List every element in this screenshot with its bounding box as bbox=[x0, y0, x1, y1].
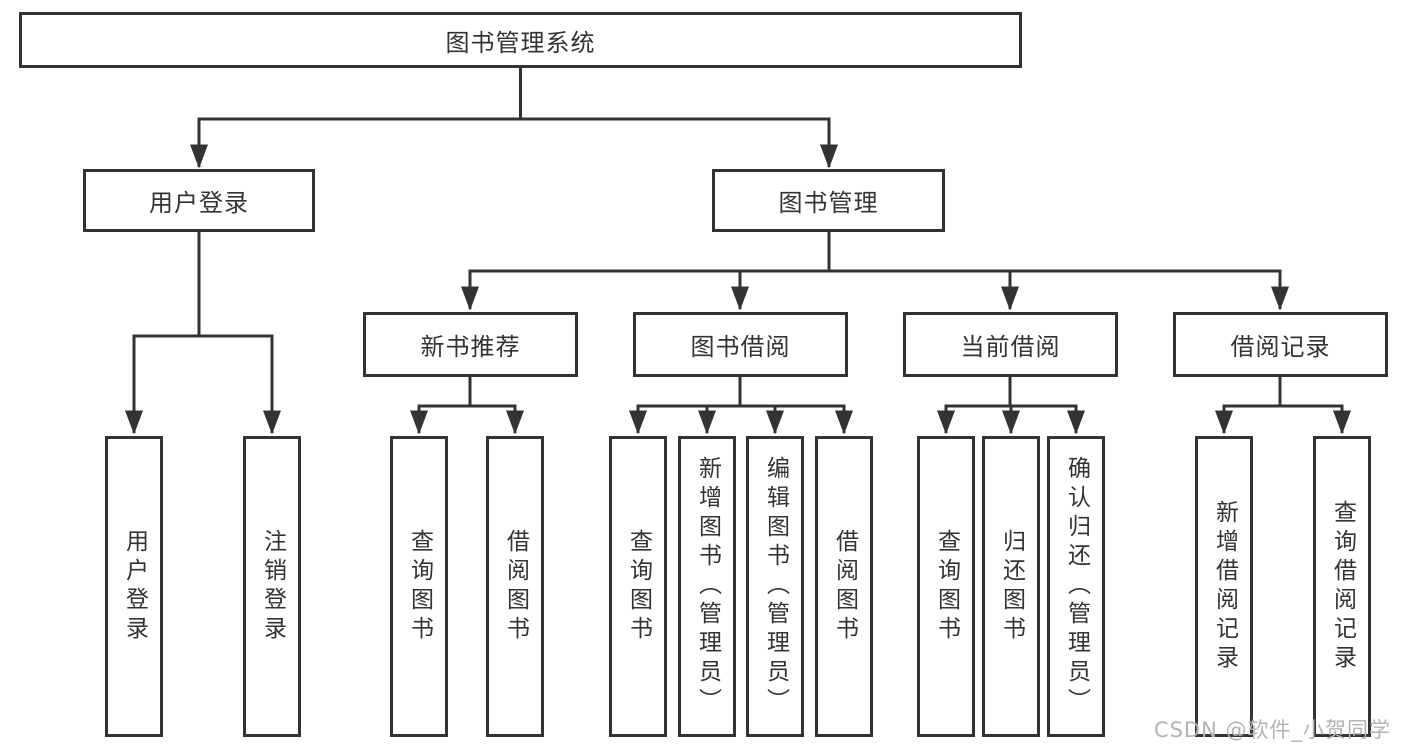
connector-borrow-records-rail bbox=[1224, 377, 1342, 408]
node-user-login: 用户登录 bbox=[83, 169, 315, 232]
leaf-edit-books-admin: 编辑图书（管理员） bbox=[746, 436, 804, 737]
leaf-logout: 注销登录 bbox=[243, 436, 301, 737]
node-borrow-records: 借阅记录 bbox=[1173, 312, 1388, 377]
leaf-query-borrow-record: 查询借阅记录 bbox=[1313, 436, 1371, 737]
leaf-query-books-recommend: 查询图书 bbox=[390, 436, 448, 737]
node-system-root: 图书管理系统 bbox=[19, 12, 1022, 68]
node-current-borrow: 当前借阅 bbox=[903, 312, 1118, 377]
leaf-add-borrow-record: 新增借阅记录 bbox=[1195, 436, 1253, 737]
connector-book-borrow-rail bbox=[638, 377, 844, 408]
node-new-book-recommend: 新书推荐 bbox=[363, 312, 578, 377]
connector-new-book-rail bbox=[419, 377, 515, 408]
leaf-borrow-books-recommend: 借阅图书 bbox=[486, 436, 544, 737]
leaf-confirm-return-admin: 确认归还（管理员） bbox=[1047, 436, 1105, 737]
connector-root-rail bbox=[199, 68, 829, 121]
connector-user-login-rail bbox=[134, 232, 272, 338]
leaf-query-books-borrow: 查询图书 bbox=[609, 436, 667, 737]
leaf-return-books: 归还图书 bbox=[982, 436, 1040, 737]
connector-current-borrow-rail bbox=[946, 377, 1076, 408]
node-book-management: 图书管理 bbox=[712, 169, 945, 232]
connector-book-management-rail bbox=[470, 232, 1280, 273]
watermark: CSDN @软件_小贺同学 bbox=[1153, 718, 1391, 742]
leaf-add-books-admin: 新增图书（管理员） bbox=[678, 436, 736, 737]
leaf-borrow-books-borrow: 借阅图书 bbox=[815, 436, 873, 737]
leaf-query-books-current: 查询图书 bbox=[917, 436, 975, 737]
node-book-borrow: 图书借阅 bbox=[633, 312, 848, 377]
leaf-user-login: 用户登录 bbox=[105, 436, 163, 737]
